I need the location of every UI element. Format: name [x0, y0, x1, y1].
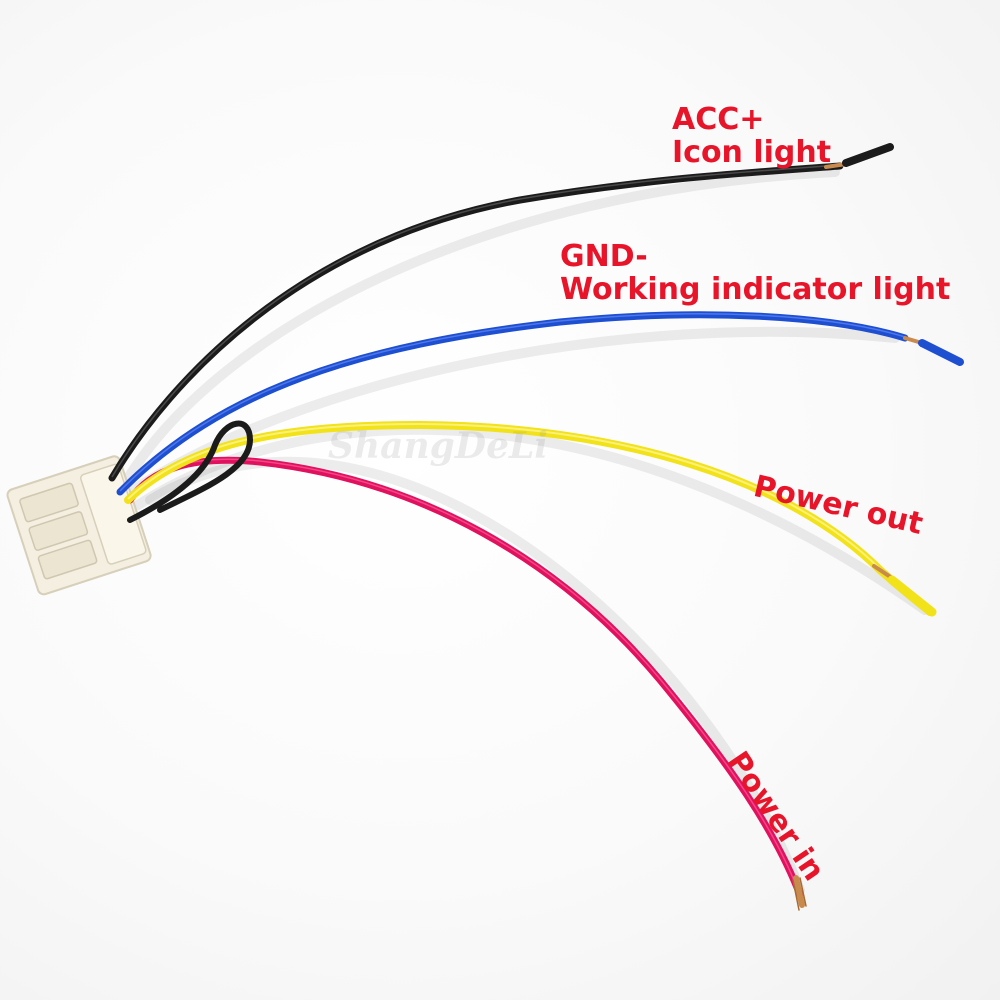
- blue-wire-highlight: [119, 313, 906, 492]
- connector-latch-middle: [28, 511, 89, 551]
- blue-wire: [116, 311, 909, 496]
- connector-latch-bottom: [37, 539, 98, 580]
- connector-latch-top: [19, 482, 79, 523]
- label-acc-icon-light: ACC+ Icon light: [672, 103, 831, 169]
- label-acc-line1: ACC+: [672, 102, 765, 137]
- red-wire-tip: [792, 875, 807, 911]
- black-wire-highlight: [111, 164, 841, 478]
- label-gnd-working-indicator: GND- Working indicator light: [560, 240, 950, 306]
- black-jumper-loop: [127, 420, 254, 523]
- white-connector: [6, 455, 152, 596]
- red-wire: [126, 456, 804, 899]
- blue-wire-tip: [903, 336, 964, 366]
- black-wire: [108, 162, 844, 482]
- yellow-wire-tip: [872, 564, 937, 617]
- red-wire-highlight: [129, 458, 800, 894]
- label-acc-line2: Icon light: [672, 135, 832, 170]
- label-gnd-line1: GND-: [560, 239, 648, 274]
- label-gnd-line2: Working indicator light: [560, 272, 951, 307]
- black-wire-tip: [824, 143, 894, 169]
- watermark-text: ShangDeLi: [328, 425, 548, 467]
- connector-rear: [80, 463, 147, 565]
